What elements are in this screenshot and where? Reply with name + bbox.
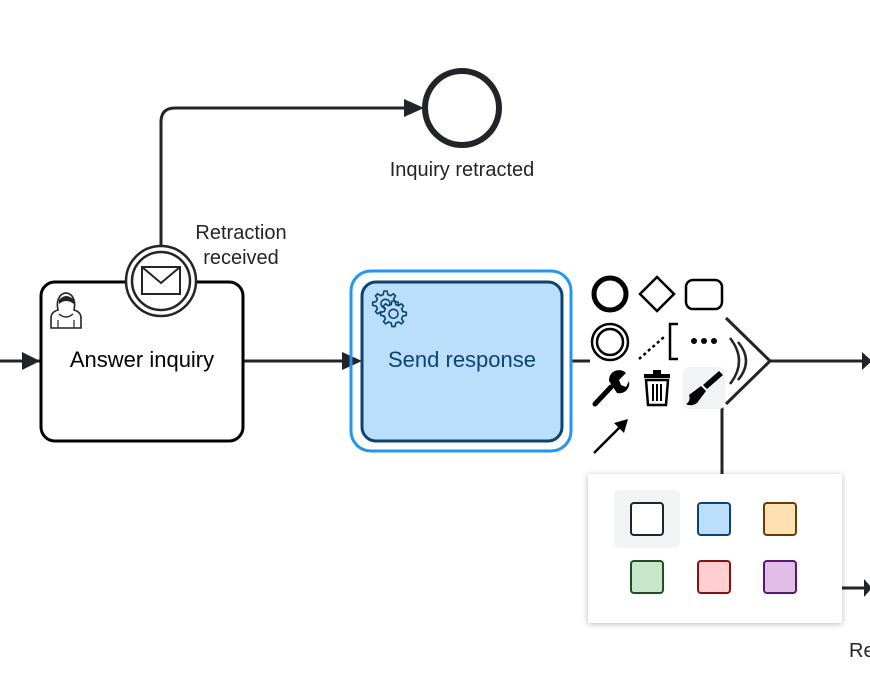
- gateway-icon: [638, 275, 676, 313]
- end-event-icon: [591, 275, 629, 313]
- color-swatch-blue[interactable]: [681, 490, 747, 548]
- task-answer-inquiry-label: Answer inquiry: [69, 347, 215, 372]
- trash-icon: [644, 370, 670, 407]
- set-color-button[interactable]: [683, 367, 725, 409]
- task-send-response-label: Send response: [388, 347, 536, 372]
- connect-button[interactable]: [589, 414, 631, 456]
- label-retraction-received-line2: received: [203, 247, 279, 269]
- more-button[interactable]: [683, 320, 725, 362]
- intermediate-event-icon: [590, 322, 630, 362]
- envelope-icon: [141, 266, 181, 295]
- append-task-button[interactable]: [683, 273, 725, 315]
- append-end-event-button[interactable]: [589, 273, 631, 315]
- user-icon: [50, 292, 82, 329]
- color-swatch-default[interactable]: [614, 490, 680, 548]
- service-gear-icon: [371, 290, 408, 328]
- append-intermediate-event-button[interactable]: [589, 320, 631, 362]
- sequence-flow-gateway-out[interactable]: [770, 352, 870, 370]
- color-picker-popup: [588, 474, 842, 623]
- append-gateway-button[interactable]: [636, 273, 678, 315]
- label-retraction-received-line1: Retraction: [195, 222, 287, 244]
- color-swatch-red[interactable]: [681, 548, 747, 606]
- gateway[interactable]: [724, 316, 773, 406]
- end-event-inquiry-retracted[interactable]: [422, 68, 502, 148]
- text-annotation-icon: [638, 322, 678, 361]
- paint-brush-icon: [686, 371, 723, 406]
- label-inquiry-retracted: Inquiry retracted: [389, 159, 535, 181]
- selection-outline: [349, 269, 573, 453]
- replace-button[interactable]: [589, 367, 631, 409]
- task-icon: [684, 278, 724, 311]
- sequence-flow-answer-to-send[interactable]: [244, 352, 362, 370]
- label-partial-right: Re: [849, 640, 870, 662]
- sequence-flow-retraction[interactable]: [159, 99, 424, 246]
- delete-button[interactable]: [636, 367, 678, 409]
- append-text-annotation-button[interactable]: [636, 320, 678, 362]
- color-swatch-purple[interactable]: [747, 548, 813, 606]
- connect-arrow-icon: [593, 419, 628, 454]
- color-swatch-orange[interactable]: [747, 490, 813, 548]
- sequence-flow-incoming[interactable]: [0, 352, 40, 370]
- sequence-flow-lower-out[interactable]: [842, 579, 870, 597]
- color-swatch-green[interactable]: [614, 548, 680, 606]
- wrench-icon: [592, 370, 630, 407]
- task-send-response[interactable]: [360, 280, 564, 443]
- more-icon: [691, 338, 717, 344]
